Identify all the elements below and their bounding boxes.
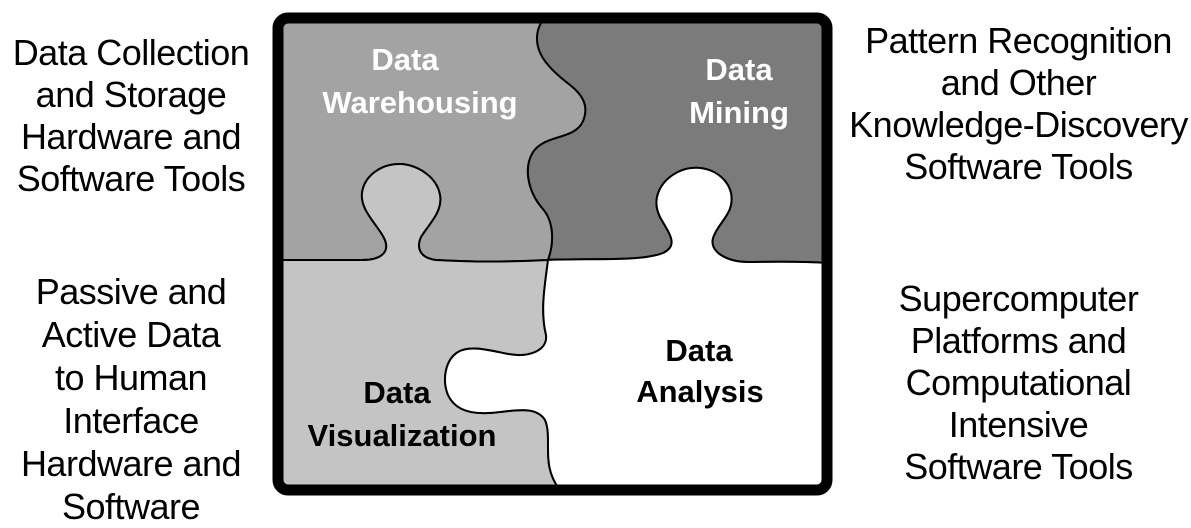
left-bottom-description: Passive and Active Data to Human Interfa… — [20, 271, 242, 527]
warehousing-label-line2: Warehousing — [322, 85, 517, 120]
left-top-description: Data Collection and Storage Hardware and… — [12, 32, 250, 199]
puzzle-diagram: Data Warehousing Data Mining Data Visual… — [272, 12, 833, 496]
visualization-label-line1: Data — [363, 375, 431, 410]
warehousing-label-line1: Data — [371, 42, 439, 77]
analysis-label-line1: Data — [665, 333, 733, 368]
right-top-description: Pattern Recognition and Other Knowledge-… — [849, 20, 1188, 187]
visualization-label-line2: Visualization — [308, 418, 497, 453]
right-bottom-description: Supercomputer Platforms and Computationa… — [898, 278, 1139, 487]
mining-label-line1: Data — [705, 52, 773, 87]
puzzle-frame — [272, 12, 833, 496]
analysis-label-line2: Analysis — [636, 374, 764, 409]
mining-label-line2: Mining — [689, 95, 789, 130]
